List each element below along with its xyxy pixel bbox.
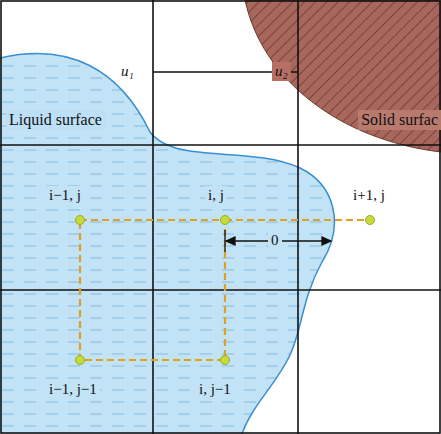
region-label: Solid surfac xyxy=(358,110,441,130)
grid-point-label: i, j−1 xyxy=(196,380,234,399)
liquid-surface-line xyxy=(0,54,334,434)
liquid-region xyxy=(0,54,334,434)
distance-label: 0 xyxy=(268,231,282,250)
stencil-dashed-lines xyxy=(80,220,370,360)
distance-dimension xyxy=(225,230,331,252)
grid-point-label: i−1, j−1 xyxy=(46,380,100,399)
grid-points xyxy=(76,216,375,365)
velocity-label: u₂ xyxy=(272,62,291,81)
grid-point-label: i+1, j xyxy=(350,186,388,205)
liquid-texture xyxy=(0,54,334,434)
region-label: Liquid surface xyxy=(6,110,105,130)
grid-point-label: i, j xyxy=(205,186,227,205)
velocity-label: u₁ xyxy=(118,62,137,81)
solid-region xyxy=(245,0,441,152)
grid-point-label: i−1, j xyxy=(46,186,84,205)
